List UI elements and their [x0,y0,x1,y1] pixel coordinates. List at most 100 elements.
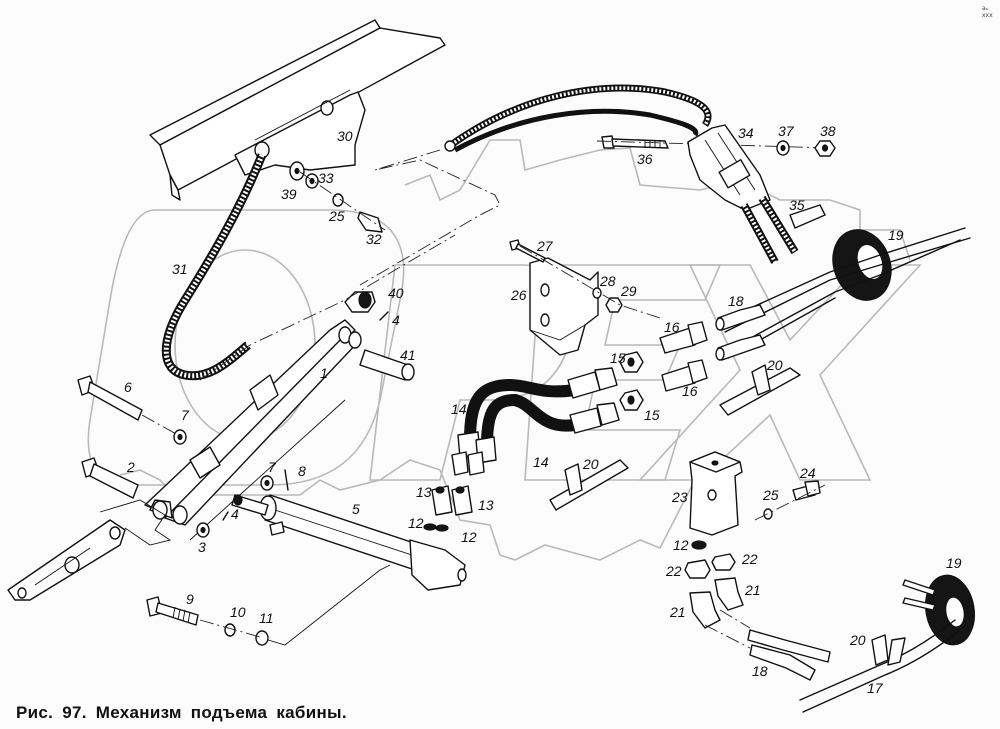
part-19-grommet-lower [902,574,976,646]
part-14-hoses [451,367,620,476]
callout-part-26: 26 [510,287,527,303]
part-20-clip-bottom [871,634,906,666]
callout-part-25a: 25 [328,208,345,224]
callout-part-19a: 19 [888,227,904,243]
assembly-line-arm [199,234,456,381]
callout-part-4a: 4 [392,312,400,328]
callout-part-15b: 15 [644,407,660,423]
parts-15-nuts [619,351,644,411]
callout-part-31: 31 [172,261,188,277]
part-34-cable-clamp [687,124,799,264]
callout-part-7a: 7 [181,407,190,423]
part-4-cotter-pins [222,311,389,521]
callout-part-10: 10 [230,604,246,620]
callout-part-29: 29 [620,283,637,299]
callout-part-21a: 21 [669,604,686,620]
callout-part-18a: 18 [728,293,744,309]
parts-24-25-bolt-washer [754,480,826,521]
part-20-clip-lower [549,459,629,511]
callout-part-11: 11 [259,610,274,626]
parts-16-bolts [659,321,708,392]
part-26-bracket [529,257,599,356]
callout-part-12c: 12 [673,537,689,553]
callout-part-36: 36 [637,151,653,167]
callout-part-40: 40 [388,285,404,301]
callout-part-5: 5 [352,501,360,517]
part-20-clip-mid [719,364,801,416]
part-1-lift-arm [144,319,362,541]
callout-part-34: 34 [738,125,754,141]
part-23-valve-block [689,451,743,536]
cab-tilt-lever [7,499,172,601]
callout-part-8: 8 [298,463,306,479]
callout-part-16a: 16 [664,319,680,335]
part-5-hydraulic-cylinder [231,494,467,591]
assembly-line-cable [359,149,501,286]
parts-12-seals-upper [423,523,449,532]
callout-part-19b: 19 [946,555,962,571]
callout-part-12a: 12 [408,515,424,531]
callout-part-16b: 16 [682,383,698,399]
callout-part-21b: 21 [744,582,761,598]
part-7-washer-a [173,429,187,445]
part-cable-upper [444,84,712,153]
callout-part-12b: 12 [461,529,477,545]
callout-part-20b: 20 [582,456,599,472]
callout-part-38: 38 [820,123,836,139]
part-41-pin [359,349,415,381]
corner-mark: aₐ xxx [982,5,993,19]
callout-part-25b: 25 [762,487,779,503]
parts-13-unions [431,485,473,516]
callout-part-37: 37 [778,123,795,139]
part-31-braided-cable [161,153,267,381]
part-27-bolt [509,239,546,263]
callout-part-24: 24 [799,465,816,481]
callout-part-7b: 7 [268,459,277,475]
callout-part-22b: 22 [741,551,758,567]
callout-part-30: 30 [337,128,353,144]
parts-7b-8-3 [196,469,289,538]
callout-part-17: 17 [867,680,884,696]
parts-10-11-washers [199,564,391,646]
parts-12-22-21-fittings [684,540,744,629]
part-17-pipes [799,619,961,713]
part-36-bolt [596,135,831,149]
callout-part-6: 6 [124,379,132,395]
part-2-pin [81,457,139,499]
callout-part-3: 3 [198,539,206,555]
fasteners-39-33-25-32 [289,161,386,233]
parts-18-fittings-lower [704,609,831,681]
callout-part-13b: 13 [478,497,494,513]
callout-part-22a: 22 [665,563,682,579]
parts-28-29 [519,245,661,319]
callout-part-23: 23 [671,489,688,505]
part-6-pin [77,375,179,436]
callout-part-4b: 4 [231,506,239,522]
callout-part-39: 39 [281,186,297,202]
part-40-bushing [344,291,376,313]
callout-part-15a: 15 [610,350,626,366]
callout-part-13a: 13 [416,484,432,500]
callout-part-14b: 14 [533,454,549,470]
callout-part-33: 33 [318,170,334,186]
callout-part-27: 27 [536,238,554,254]
callout-part-18b: 18 [752,663,768,679]
callout-part-9: 9 [186,591,194,607]
figure-caption: Рис. 97. Механизм подъема кабины. [16,703,347,722]
parts-37-38-washer-nut [776,140,836,157]
part-30-cab-rail [149,19,446,201]
part-9-bolt [146,596,199,626]
callout-part-20a: 20 [766,357,783,373]
callout-part-20c: 20 [849,632,866,648]
callout-part-1: 1 [320,365,328,381]
callout-part-2: 2 [126,459,135,475]
callout-part-41: 41 [400,347,416,363]
callout-part-28: 28 [599,273,616,289]
part-19-grommet-upper [719,227,971,359]
callout-part-35: 35 [789,197,805,213]
part-35-pin [789,204,826,229]
parts-18-fittings-upper [715,304,766,361]
callout-part-14a: 14 [451,401,467,417]
